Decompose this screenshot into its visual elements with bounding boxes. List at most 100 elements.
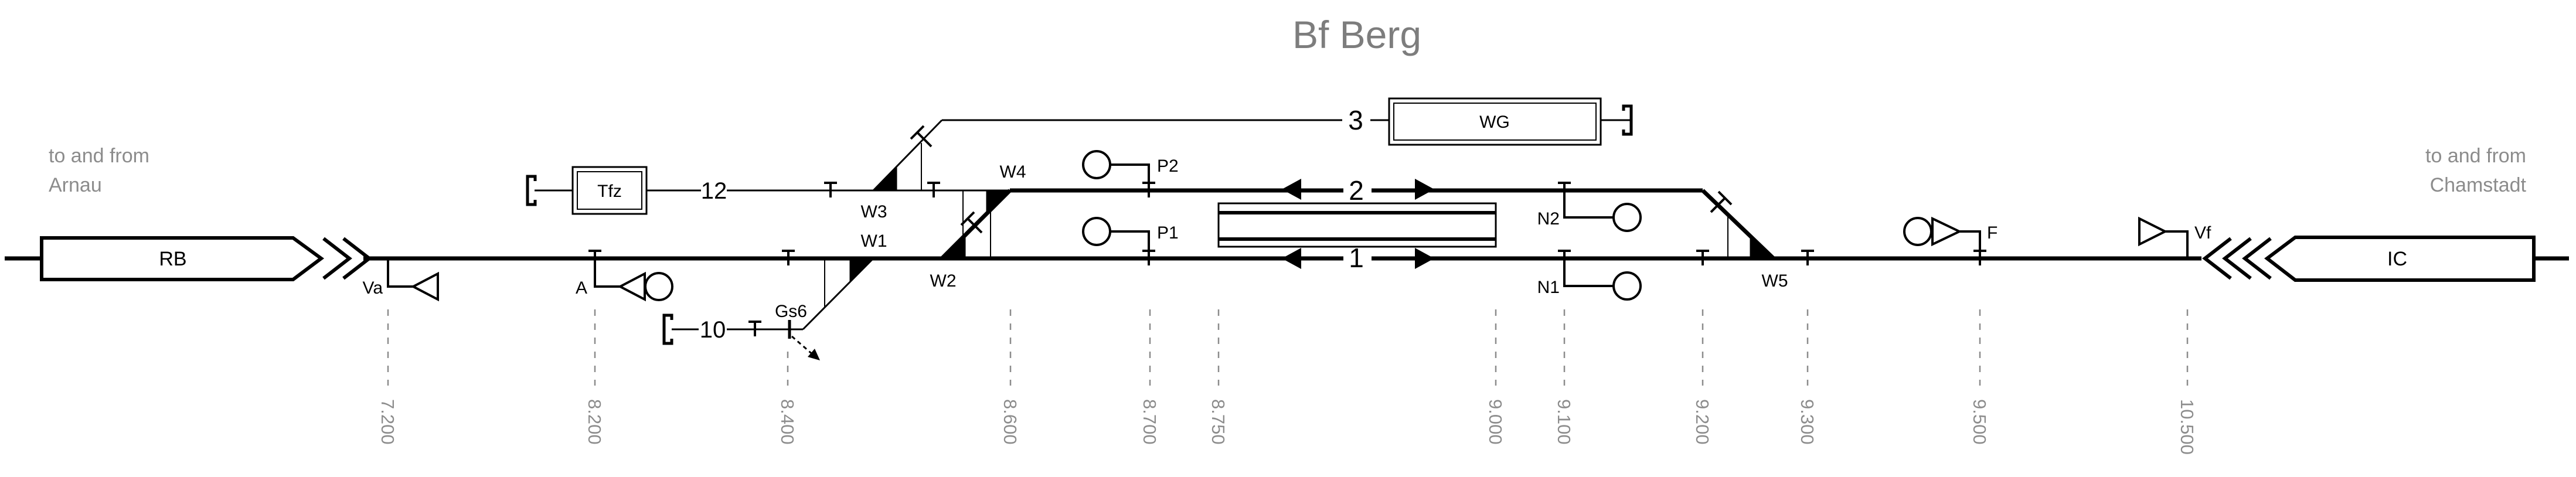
main-signal-circle-icon — [1082, 150, 1111, 179]
signal-f-label: F — [1987, 223, 1997, 243]
main-signal-circle-icon — [1082, 217, 1111, 246]
main-signal-circle-icon — [644, 272, 673, 301]
chevron-right-icon — [322, 237, 352, 280]
train-rb: RB — [40, 236, 372, 281]
distant-signal-triangle-icon — [2138, 216, 2168, 247]
signal-vf-distant: Vf — [2138, 216, 2211, 258]
signal-a-home: A — [576, 250, 673, 302]
switch-w1: W1 — [802, 231, 887, 331]
km-marker: 8.750 — [1208, 309, 1229, 445]
platform — [1217, 202, 1497, 248]
km-marker: 10.500 — [2177, 309, 2197, 455]
chevron-right-icon — [342, 237, 372, 280]
km-marker: 9.300 — [1797, 309, 1818, 445]
signal-p1-label: P1 — [1157, 223, 1179, 243]
track-2: 2 — [1010, 175, 1703, 206]
track-12-siding: 12 — [526, 175, 1010, 206]
km-label: 8.750 — [1208, 399, 1229, 445]
distant-signal-triangle-icon — [410, 271, 439, 302]
distant-signal-triangle-icon — [617, 271, 646, 302]
left-arrow-icon — [1282, 179, 1301, 200]
km-label: 9.300 — [1797, 399, 1818, 445]
distant-signal-triangle-icon — [1931, 216, 1962, 247]
track-10-buffer-stop — [662, 314, 673, 345]
train-ic-label: IC — [2387, 248, 2407, 270]
km-marker: 8.600 — [1000, 309, 1020, 445]
switch-w4-wedge — [986, 190, 1011, 215]
train-rb-body — [40, 236, 325, 281]
km-marker: 8.200 — [584, 309, 605, 445]
track-3-siding: 3 — [942, 104, 1633, 136]
switch-w3: W3 — [861, 119, 943, 222]
signal-va-distant: Va — [363, 258, 439, 302]
track-3-buffer-stop — [1622, 104, 1633, 136]
connection-label-right: to and from Chamstadt — [2425, 145, 2527, 196]
km-marker: 7.200 — [377, 309, 398, 445]
switch-w4: W4 — [962, 162, 1026, 237]
main-signal-circle-icon — [1903, 217, 1932, 246]
signal-a-label: A — [576, 278, 587, 298]
km-label: 9.000 — [1485, 399, 1506, 445]
km-marker: 9.500 — [1969, 309, 1990, 445]
right-arrow-icon — [1415, 248, 1434, 269]
signal-p2-exit: P2 — [1082, 150, 1179, 197]
signal-f-home: F — [1903, 216, 1997, 265]
right-connection-line1: to and from — [2425, 145, 2526, 167]
track-3-number: 3 — [1348, 105, 1363, 135]
km-label: 10.500 — [2177, 399, 2197, 455]
track-12-buffer-stop — [526, 175, 537, 206]
direction-arrows — [1282, 179, 1434, 269]
insulated-joint-mark — [910, 125, 933, 148]
km-marker: 8.400 — [777, 352, 798, 445]
track-2-number: 2 — [1349, 175, 1364, 206]
chevron-left-icon — [2222, 237, 2252, 280]
left-connection-line1: to and from — [49, 145, 149, 167]
tfz-depot-box: Tfz — [571, 166, 648, 215]
main-signal-circle-icon — [1612, 271, 1642, 301]
derail-gs6-label: Gs6 — [775, 302, 807, 321]
km-label: 7.200 — [377, 399, 398, 445]
switch-w1-label: W1 — [861, 231, 887, 251]
switch-w5-wedge — [1750, 234, 1775, 259]
insulated-joint-marks — [748, 182, 1814, 336]
km-marker: 8.700 — [1139, 309, 1160, 445]
right-arrow-icon — [1415, 179, 1434, 200]
tfz-box-label: Tfz — [597, 182, 622, 201]
train-ic-body — [2264, 236, 2536, 282]
derail-throw-arrow — [791, 335, 815, 357]
track-10-number: 10 — [700, 317, 726, 343]
signal-n1-label: N1 — [1537, 278, 1560, 297]
switch-w4-label: W4 — [1000, 162, 1026, 182]
derail-gs6: Gs6 — [775, 302, 820, 360]
km-marker: 9.100 — [1554, 309, 1574, 445]
chevron-left-icon — [2242, 237, 2272, 280]
left-connection-line2: Arnau — [49, 174, 102, 196]
train-rb-label: RB — [159, 248, 186, 270]
right-connection-line2: Chamstadt — [2430, 174, 2527, 196]
signal-n2-label: N2 — [1537, 209, 1560, 229]
km-label: 8.600 — [1000, 399, 1020, 445]
switch-w3-wedge — [872, 166, 897, 191]
wg-goods-shed-box: WG — [1388, 97, 1602, 146]
km-label: 9.200 — [1692, 399, 1713, 445]
switch-w1-wedge — [849, 258, 874, 283]
switch-w2-label: W2 — [930, 271, 957, 291]
km-markers: 7.200 8.200 8.400 8.600 8.700 8.750 9.00… — [377, 309, 2197, 455]
km-label: 9.500 — [1969, 399, 1990, 445]
km-marker: 9.200 — [1692, 309, 1713, 445]
station-title: Bf Berg — [1292, 13, 1421, 56]
train-ic: IC — [2202, 236, 2536, 282]
chevron-left-icon — [2202, 237, 2232, 280]
km-label: 9.100 — [1554, 399, 1574, 445]
derail-arrowhead-icon — [808, 349, 820, 360]
track-12-number: 12 — [701, 178, 727, 204]
km-label: 8.200 — [584, 399, 605, 445]
signal-n2-exit: N2 — [1537, 182, 1642, 232]
signal-n1-exit: N1 — [1537, 250, 1642, 301]
switch-w5: W5 — [1701, 189, 1788, 291]
switch-w3-label: W3 — [861, 202, 887, 222]
km-marker: 9.000 — [1485, 309, 1506, 445]
connection-label-left: to and from Arnau — [49, 145, 149, 196]
